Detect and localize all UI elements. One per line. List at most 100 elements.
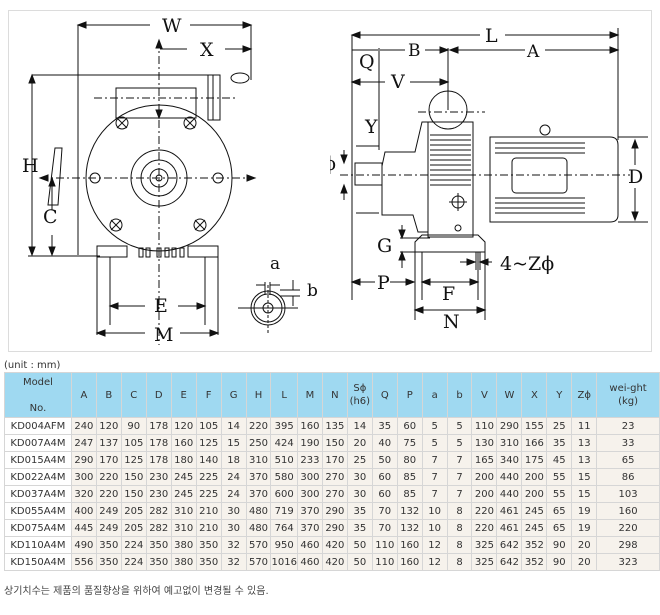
value-cell: 150 (121, 486, 146, 502)
value-cell: 135 (322, 418, 347, 434)
value-cell: 35 (372, 418, 397, 434)
column-header-line1: G (229, 389, 238, 401)
value-cell: 352 (522, 554, 547, 570)
value-cell: 40 (372, 435, 397, 451)
column-header: M (297, 373, 322, 417)
label-Z: 4~Zϕ (500, 253, 554, 275)
value-cell: 7 (422, 452, 447, 468)
column-header: L (271, 373, 297, 417)
value-cell: 400 (71, 503, 96, 519)
value-cell: 170 (96, 452, 121, 468)
value-cell: 210 (196, 503, 221, 519)
model-cell: KD007A4M (5, 435, 71, 451)
value-cell: 570 (246, 554, 271, 570)
label-F: F (442, 283, 455, 305)
label-Y: Y (364, 116, 378, 138)
value-cell: 105 (196, 418, 221, 434)
value-cell: 249 (96, 503, 121, 519)
value-cell: 8 (447, 503, 472, 519)
column-header-line1: M (305, 389, 315, 401)
value-cell: 200 (472, 469, 497, 485)
value-cell: 30 (347, 469, 372, 485)
label-C: C (43, 206, 58, 228)
value-cell: 5 (447, 435, 472, 451)
column-header: Y (547, 373, 572, 417)
value-cell: 580 (271, 469, 297, 485)
column-header: E (171, 373, 196, 417)
value-cell: 120 (96, 418, 121, 434)
value-cell: 24 (221, 486, 246, 502)
column-header-line1: V (481, 389, 488, 401)
value-cell: 510 (271, 452, 297, 468)
value-cell: 310 (171, 503, 196, 519)
value-cell: 220 (472, 503, 497, 519)
value-cell: 75 (397, 435, 422, 451)
value-cell: 395 (271, 418, 297, 434)
value-cell: 225 (196, 469, 221, 485)
value-cell: 424 (271, 435, 297, 451)
value-cell: 5 (422, 418, 447, 434)
value-cell: 5 (447, 418, 472, 434)
value-cell: 350 (196, 554, 221, 570)
label-Q: Q (359, 51, 375, 73)
value-cell: 140 (196, 452, 221, 468)
value-cell: 340 (497, 452, 522, 468)
value-cell: 270 (322, 469, 347, 485)
label-W: W (162, 15, 182, 37)
value-cell: 90 (547, 537, 572, 553)
column-header-line1: Sϕ (353, 383, 367, 394)
value-cell: 14 (347, 418, 372, 434)
column-header: Q (372, 373, 397, 417)
value-cell: 50 (347, 537, 372, 553)
value-cell: 15 (572, 469, 597, 485)
column-header: a (422, 373, 447, 417)
column-header-line1: D (154, 389, 163, 401)
column-header: Zϕ (572, 373, 597, 417)
value-cell: 103 (597, 486, 659, 502)
value-cell: 350 (96, 537, 121, 553)
value-cell: 310 (171, 520, 196, 536)
value-cell: 420 (322, 554, 347, 570)
value-cell: 125 (196, 435, 221, 451)
label-S: Sϕ (330, 153, 336, 175)
column-header: Sϕ(h6) (347, 373, 372, 417)
value-cell: 233 (297, 452, 322, 468)
value-cell: 461 (497, 503, 522, 519)
value-cell: 160 (597, 503, 659, 519)
value-cell: 60 (372, 486, 397, 502)
value-cell: 65 (597, 452, 659, 468)
column-header: C (121, 373, 146, 417)
value-cell: 80 (397, 452, 422, 468)
value-cell: 310 (246, 452, 271, 468)
value-cell: 310 (497, 435, 522, 451)
value-cell: 220 (96, 486, 121, 502)
value-cell: 440 (497, 486, 522, 502)
value-cell: 180 (171, 452, 196, 468)
value-cell: 300 (71, 469, 96, 485)
column-header-line1: W (504, 389, 515, 401)
label-b: b (307, 281, 318, 301)
value-cell: 245 (522, 503, 547, 519)
value-cell: 8 (447, 537, 472, 553)
value-cell: 70 (372, 503, 397, 519)
value-cell: 70 (372, 520, 397, 536)
column-header: P (397, 373, 422, 417)
value-cell: 14 (221, 418, 246, 434)
value-cell: 32 (221, 554, 246, 570)
value-cell: 35 (347, 520, 372, 536)
label-a: a (270, 254, 280, 274)
value-cell: 160 (297, 418, 322, 434)
column-header: F (196, 373, 221, 417)
value-cell: 200 (472, 486, 497, 502)
value-cell: 110 (372, 537, 397, 553)
column-header: V (472, 373, 497, 417)
value-cell: 290 (322, 503, 347, 519)
value-cell: 19 (572, 503, 597, 519)
value-cell: 370 (297, 520, 322, 536)
column-header-line1: Q (380, 389, 389, 401)
value-cell: 7 (447, 486, 472, 502)
value-cell: 30 (221, 520, 246, 536)
column-header: B (96, 373, 121, 417)
value-cell: 370 (297, 503, 322, 519)
